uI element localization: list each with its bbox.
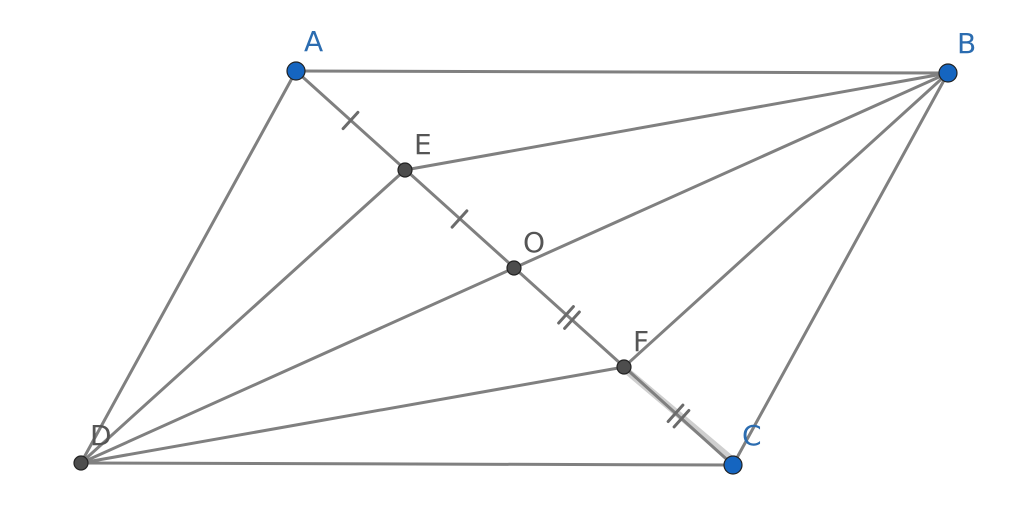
- label-E: E: [414, 128, 432, 161]
- segment-B-F[interactable]: [622, 71, 950, 369]
- equal-marks-layer: [341, 110, 691, 429]
- segment-B-E[interactable]: [403, 71, 950, 172]
- point-D[interactable]: [73, 455, 89, 471]
- equal-mark-A-E-tick: [341, 110, 360, 131]
- segment-B-C[interactable]: [731, 71, 950, 467]
- segment-B-O[interactable]: [512, 71, 950, 270]
- segment-D-O[interactable]: [79, 266, 516, 465]
- equal-mark-O-F-tick: [563, 310, 581, 330]
- equal-mark-E-O-tick: [450, 209, 469, 229]
- equal-mark-F-C-tick: [666, 403, 685, 424]
- equal-mark-F-C-tick: [672, 408, 691, 429]
- point-B[interactable]: [938, 63, 958, 83]
- point-C[interactable]: [723, 455, 743, 475]
- equal-mark-O-F-tick: [557, 305, 575, 325]
- labels-layer: A B C D E O F: [90, 25, 976, 452]
- label-D: D: [90, 419, 112, 452]
- label-O: O: [523, 226, 545, 259]
- point-O[interactable]: [506, 260, 522, 276]
- label-F: F: [633, 325, 649, 358]
- segment-C-D[interactable]: [79, 461, 735, 467]
- point-E[interactable]: [397, 162, 413, 178]
- points-layer: [73, 61, 958, 475]
- label-B: B: [957, 27, 976, 60]
- segment-D-A[interactable]: [79, 69, 298, 465]
- point-F[interactable]: [616, 359, 632, 375]
- segment-D-F[interactable]: [79, 365, 626, 465]
- label-C: C: [742, 419, 762, 452]
- segment-A-B[interactable]: [294, 69, 950, 75]
- label-A: A: [304, 25, 323, 58]
- point-A[interactable]: [286, 61, 306, 81]
- segment-D-E[interactable]: [79, 168, 407, 465]
